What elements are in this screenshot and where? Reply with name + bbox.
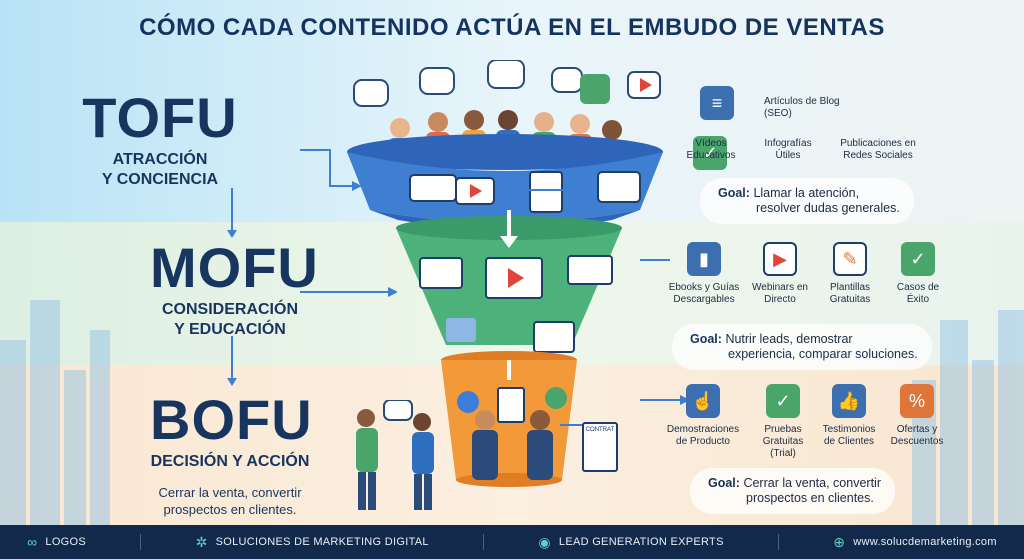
footer-logos: ∞ LOGOS — [27, 534, 86, 550]
globe-icon: ⊕ — [833, 533, 846, 550]
footer-leadgen-text: LEAD GENERATION EXPERTS — [558, 536, 724, 548]
tofu-content-labels: Vídeos Educativos Infografías Útiles Pub… — [676, 138, 926, 162]
bofu-description-line-2: prospectos en clientes. — [163, 502, 297, 517]
mofu-subtitle-line-1: CONSIDERACIÓN — [161, 301, 298, 318]
tofu-goal-label: Goal: — [718, 186, 750, 200]
mofu-content-list: ▮ Ebooks y Guías Descargables ▶ Webinars… — [668, 242, 946, 306]
success-case-icon: ✓ — [901, 242, 935, 276]
webinar-icon: ▶ — [763, 242, 797, 276]
template-icon: ✎ — [833, 242, 867, 276]
footer-leadgen: ◉ LEAD GENERATION EXPERTS — [538, 534, 723, 551]
tofu-subtitle-line-2: Y CONCIENCIA — [101, 171, 219, 188]
footer-divider — [483, 534, 485, 550]
tofu-item-social: Publicaciones en Redes Sociales — [830, 138, 926, 162]
sales-funnel-illustration — [347, 60, 663, 487]
mofu-item-webinar: ▶ Webinars en Directo — [750, 242, 810, 306]
bofu-content-list: ☝ Demostraciones de Producto ✓ Pruebas G… — [660, 384, 946, 460]
tofu-item-social-icon-wrap: ✓ — [680, 136, 740, 176]
tofu-item-infographic-text: Infografías Útiles — [764, 138, 812, 161]
bofu-description: Cerrar la venta, convertir prospectos en… — [150, 484, 310, 518]
blog-icon: ≡ — [700, 86, 734, 120]
mofu-item-ebook: ▮ Ebooks y Guías Descargables — [668, 242, 740, 306]
page-title: CÓMO CADA CONTENIDO ACTÚA EN EL EMBUDO D… — [139, 14, 885, 41]
tofu-goal-line-2: resolver dudas generales. — [756, 201, 900, 215]
tofu-item-infographic: Infografías Útiles — [756, 138, 820, 162]
mofu-subtitle: CONSIDERACIÓN Y EDUCACIÓN — [150, 300, 310, 340]
footer-divider — [140, 534, 142, 550]
bofu-subtitle: DECISIÓN Y ACCIÓN — [150, 453, 310, 470]
mofu-goal-line-2: experiencia, comparar soluciones. — [728, 347, 918, 361]
tofu-item-blog: ≡ — [680, 86, 754, 126]
social-icon: ✓ — [693, 136, 727, 170]
mofu-subtitle-line-2: Y EDUCACIÓN — [174, 321, 286, 338]
trial-icon: ✓ — [766, 384, 800, 418]
ebook-icon: ▮ — [687, 242, 721, 276]
bofu-item-demo: ☝ Demostraciones de Producto — [660, 384, 746, 460]
mofu-stage: MOFU CONSIDERACIÓN Y EDUCACIÓN — [150, 236, 319, 340]
tofu-title: TOFU — [82, 86, 238, 149]
tofu-item-video: Vídeos Educativos — [676, 138, 746, 162]
bofu-goal-label: Goal: — [708, 476, 740, 490]
footer: ∞ LOGOS ✲ SOLUCIONES DE MARKETING DIGITA… — [0, 525, 1024, 559]
mofu-item-ebook-text: Ebooks y Guías Descargables — [668, 282, 740, 305]
bofu-item-demo-text: Demostraciones de Producto — [666, 424, 740, 447]
bofu-item-trial-text: Pruebas Gratuitas (Trial) — [762, 424, 804, 459]
bofu-goal: Goal: Cerrar la venta, convertir prospec… — [690, 468, 895, 514]
flow-arrows — [227, 149, 690, 426]
speech-bubble-icon — [353, 60, 661, 107]
contract-label: CONTRAT — [585, 427, 615, 433]
tofu-item-blog-label: Artículos de Blog (SEO) — [764, 86, 854, 126]
bofu-item-discount-text: Ofertas y Descuentos — [890, 424, 944, 447]
footer-website-link[interactable]: www.solucdemarketing.com — [853, 536, 997, 548]
mofu-item-webinar-text: Webinars en Directo — [752, 282, 808, 305]
tofu-goal: Goal: Llamar la atención, resolver dudas… — [700, 178, 914, 224]
mofu-item-template: ✎ Plantillas Gratuitas — [820, 242, 880, 306]
mofu-title: MOFU — [150, 236, 319, 299]
mofu-item-template-text: Plantillas Gratuitas — [829, 282, 871, 305]
bofu-goal-line-1: Cerrar la venta, convertir — [743, 476, 881, 490]
footer-logos-text: LOGOS — [45, 536, 87, 548]
tofu-stage: TOFU ATRACCIÓN Y CONCIENCIA — [70, 90, 250, 190]
tofu-goal-line-1: Llamar la atención, — [753, 186, 860, 200]
bofu-stage: BOFU DECISIÓN Y ACCIÓN Cerrar la venta, … — [150, 388, 313, 518]
infinity-logo-icon: ∞ — [27, 534, 38, 550]
team-people-illustration — [356, 400, 434, 510]
network-icon: ✲ — [195, 533, 208, 550]
tofu-item-blog-text: Artículos de Blog (SEO) — [764, 96, 840, 119]
location-pin-icon: ◉ — [538, 533, 551, 550]
footer-marketing: ✲ SOLUCIONES DE MARKETING DIGITAL — [196, 534, 429, 551]
mofu-goal-line-1: Nutrir leads, demostrar — [725, 332, 853, 346]
bofu-item-trial: ✓ Pruebas Gratuitas (Trial) — [756, 384, 810, 460]
mofu-item-success: ✓ Casos de Éxito — [890, 242, 946, 306]
mofu-item-success-text: Casos de Éxito — [896, 282, 940, 305]
discount-icon: % — [900, 384, 934, 418]
bofu-item-discount: % Ofertas y Descuentos — [888, 384, 946, 460]
mofu-goal: Goal: Nutrir leads, demostrar experienci… — [672, 324, 932, 370]
handshake-people-icon — [472, 410, 553, 480]
bofu-goal-line-2: prospectos en clientes. — [746, 491, 874, 505]
tofu-item-social-text: Publicaciones en Redes Sociales — [840, 138, 916, 161]
footer-marketing-text: SOLUCIONES DE MARKETING DIGITAL — [215, 536, 429, 548]
contract-document: CONTRAT — [582, 422, 618, 472]
footer-website[interactable]: ⊕ www.solucdemarketing.com — [833, 534, 997, 551]
bofu-item-testimonial: 👍 Testimonios de Clientes — [820, 384, 878, 460]
tofu-content-list: ≡ Artículos de Blog (SEO) ✓ — [680, 86, 920, 176]
demo-icon: ☝ — [686, 384, 720, 418]
city-skyline-illustration — [0, 300, 1024, 525]
tofu-subtitle: ATRACCIÓN Y CONCIENCIA — [70, 150, 250, 190]
mofu-goal-label: Goal: — [690, 332, 722, 346]
tofu-item-video-text: Vídeos Educativos — [686, 138, 736, 161]
bofu-title: BOFU — [150, 388, 313, 451]
footer-divider — [777, 534, 779, 550]
tofu-subtitle-line-1: ATRACCIÓN — [112, 151, 208, 168]
bofu-description-line-1: Cerrar la venta, convertir — [158, 485, 302, 500]
testimonial-icon: 👍 — [832, 384, 866, 418]
bofu-item-testimonial-text: Testimonios de Clientes — [822, 424, 876, 447]
